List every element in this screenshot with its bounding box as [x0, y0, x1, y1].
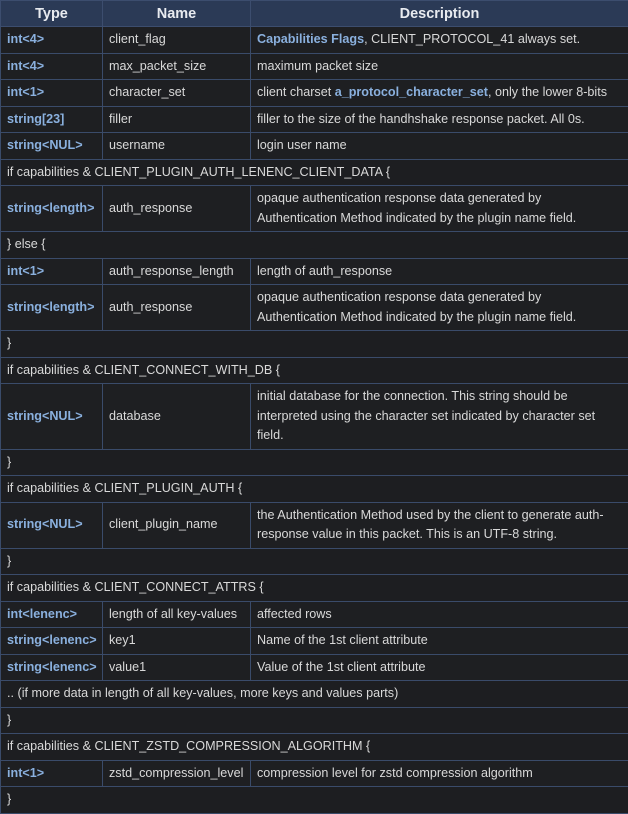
character-set-link[interactable]: a_protocol_character_set	[335, 85, 488, 99]
table-row: string<NUL> database initial database fo…	[1, 384, 628, 450]
table-row: string<lenenc> value1 Value of the 1st c…	[1, 654, 628, 681]
condition-text: }	[1, 449, 628, 476]
field-description: opaque authentication response data gene…	[251, 186, 628, 232]
capabilities-flags-link[interactable]: Capabilities Flags	[257, 32, 364, 46]
table-row: int<1> character_set client charset a_pr…	[1, 80, 628, 107]
field-name: character_set	[103, 80, 251, 107]
field-name: length of all key-values	[103, 601, 251, 628]
field-name: value1	[103, 654, 251, 681]
description-text: client charset	[257, 85, 335, 99]
field-description: login user name	[251, 133, 628, 160]
condition-text: .. (if more data in length of all key-va…	[1, 681, 628, 708]
field-type: string<NUL>	[1, 384, 103, 450]
field-type: string<NUL>	[1, 502, 103, 548]
condition-text: if capabilities & CLIENT_PLUGIN_AUTH {	[1, 476, 628, 503]
table-row: int<lenenc> length of all key-values aff…	[1, 601, 628, 628]
field-name: key1	[103, 628, 251, 655]
description-column-header: Description	[251, 1, 628, 27]
condition-row: .. (if more data in length of all key-va…	[1, 681, 628, 708]
field-type: string<lenenc>	[1, 654, 103, 681]
field-type: string<lenenc>	[1, 628, 103, 655]
table-row: string<length> auth_response opaque auth…	[1, 186, 628, 232]
condition-text: }	[1, 707, 628, 734]
field-name: username	[103, 133, 251, 160]
condition-row: }	[1, 449, 628, 476]
table-row: int<4> client_flag Capabilities Flags, C…	[1, 27, 628, 54]
field-description: opaque authentication response data gene…	[251, 285, 628, 331]
field-description: length of auth_response	[251, 258, 628, 285]
condition-row: }	[1, 787, 628, 814]
field-name: auth_response	[103, 285, 251, 331]
table-row: string<NUL> username login user name	[1, 133, 628, 160]
field-description: the Authentication Method used by the cl…	[251, 502, 628, 548]
field-description: maximum packet size	[251, 53, 628, 80]
condition-text: if capabilities & CLIENT_ZSTD_COMPRESSIO…	[1, 734, 628, 761]
condition-text: if capabilities & CLIENT_CONNECT_WITH_DB…	[1, 357, 628, 384]
field-description: affected rows	[251, 601, 628, 628]
field-description: filler to the size of the handhshake res…	[251, 106, 628, 133]
field-type: string<NUL>	[1, 133, 103, 160]
field-description: Value of the 1st client attribute	[251, 654, 628, 681]
field-name: auth_response_length	[103, 258, 251, 285]
field-type: int<4>	[1, 27, 103, 54]
field-description: Capabilities Flags, CLIENT_PROTOCOL_41 a…	[251, 27, 628, 54]
type-column-header: Type	[1, 1, 103, 27]
condition-row: }	[1, 548, 628, 575]
table-row: int<4> max_packet_size maximum packet si…	[1, 53, 628, 80]
field-description: compression level for zstd compression a…	[251, 760, 628, 787]
condition-row: } else {	[1, 232, 628, 259]
condition-row: if capabilities & CLIENT_PLUGIN_AUTH_LEN…	[1, 159, 628, 186]
condition-text: }	[1, 331, 628, 358]
condition-row: }	[1, 331, 628, 358]
table-header-row: Type Name Description	[1, 1, 628, 27]
field-type: string<length>	[1, 186, 103, 232]
condition-text: }	[1, 787, 628, 814]
condition-row: if capabilities & CLIENT_CONNECT_WITH_DB…	[1, 357, 628, 384]
name-column-header: Name	[103, 1, 251, 27]
condition-row: if capabilities & CLIENT_ZSTD_COMPRESSIO…	[1, 734, 628, 761]
field-name: filler	[103, 106, 251, 133]
condition-row: if capabilities & CLIENT_CONNECT_ATTRS {	[1, 575, 628, 602]
condition-row: if capabilities & CLIENT_PLUGIN_AUTH {	[1, 476, 628, 503]
field-name: zstd_compression_level	[103, 760, 251, 787]
table-row: int<1> auth_response_length length of au…	[1, 258, 628, 285]
field-name: client_flag	[103, 27, 251, 54]
field-name: max_packet_size	[103, 53, 251, 80]
field-type: string[23]	[1, 106, 103, 133]
field-description: client charset a_protocol_character_set,…	[251, 80, 628, 107]
field-name: auth_response	[103, 186, 251, 232]
field-type: int<lenenc>	[1, 601, 103, 628]
field-description: initial database for the connection. Thi…	[251, 384, 628, 450]
table-row: string<length> auth_response opaque auth…	[1, 285, 628, 331]
field-type: int<1>	[1, 760, 103, 787]
condition-row: }	[1, 707, 628, 734]
table-row: string[23] filler filler to the size of …	[1, 106, 628, 133]
condition-text: if capabilities & CLIENT_CONNECT_ATTRS {	[1, 575, 628, 602]
condition-text: }	[1, 548, 628, 575]
field-type: string<length>	[1, 285, 103, 331]
table-row: string<lenenc> key1 Name of the 1st clie…	[1, 628, 628, 655]
condition-text: if capabilities & CLIENT_PLUGIN_AUTH_LEN…	[1, 159, 628, 186]
field-type: int<1>	[1, 80, 103, 107]
field-type: int<1>	[1, 258, 103, 285]
condition-text: } else {	[1, 232, 628, 259]
field-description: Name of the 1st client attribute	[251, 628, 628, 655]
description-text: , CLIENT_PROTOCOL_41 always set.	[364, 32, 580, 46]
field-type: int<4>	[1, 53, 103, 80]
field-name: client_plugin_name	[103, 502, 251, 548]
description-text: , only the lower 8-bits	[488, 85, 607, 99]
field-name: database	[103, 384, 251, 450]
table-row: int<1> zstd_compression_level compressio…	[1, 760, 628, 787]
table-row: string<NUL> client_plugin_name the Authe…	[1, 502, 628, 548]
